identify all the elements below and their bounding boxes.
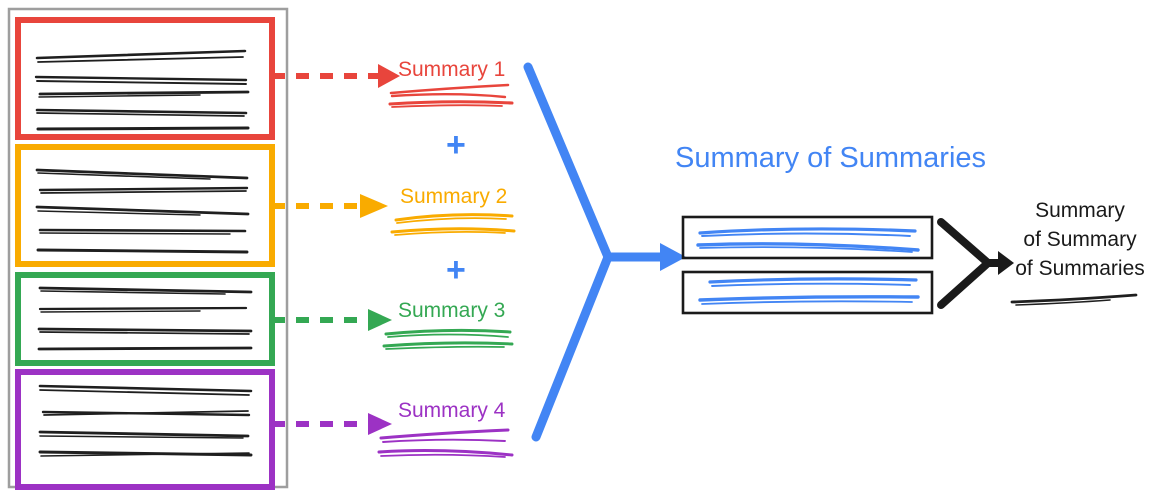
dashed-arrow-1 bbox=[272, 64, 400, 88]
chunk-2-box[interactable] bbox=[15, 144, 275, 267]
dashed-arrow-4 bbox=[272, 413, 392, 435]
plus-sign-1: + bbox=[446, 126, 466, 164]
sos-box-2[interactable] bbox=[681, 270, 934, 315]
summary-2-label: Summary 2 bbox=[400, 185, 508, 208]
chunk-2-text-lines bbox=[35, 168, 250, 254]
summary-4-label: Summary 4 bbox=[398, 399, 506, 422]
chunk-3-text-lines bbox=[37, 286, 253, 351]
chunk-2-group[interactable] bbox=[15, 144, 275, 267]
sos-box-2-squiggle bbox=[698, 277, 920, 305]
summary-1-squiggle bbox=[388, 83, 514, 108]
chunk-4-box[interactable] bbox=[15, 369, 275, 490]
chunk-4-text-lines bbox=[38, 384, 253, 457]
sos-box-1[interactable] bbox=[681, 215, 934, 260]
blue-merge-arrow bbox=[523, 62, 686, 442]
summary-3-label: Summary 3 bbox=[398, 299, 506, 322]
summary-2-squiggle bbox=[390, 213, 516, 236]
dashed-arrow-2 bbox=[272, 194, 388, 218]
summary-4-squiggle bbox=[377, 428, 514, 458]
sos-box-2-group[interactable] bbox=[681, 270, 934, 315]
chunk-3-group[interactable] bbox=[15, 272, 275, 366]
final-output-squiggle bbox=[1010, 293, 1138, 306]
final-output-line-2: of Summary bbox=[1023, 228, 1137, 251]
summary-of-summaries-title: Summary of Summaries bbox=[675, 142, 987, 174]
final-output-line-3: of Summaries bbox=[1015, 257, 1145, 280]
summary-3-squiggle bbox=[382, 328, 514, 350]
chunk-1-text-lines bbox=[34, 49, 250, 131]
sos-box-1-group[interactable] bbox=[681, 215, 934, 260]
final-output-title: Summary of Summary of Summaries bbox=[990, 196, 1170, 283]
final-output-line-1: Summary bbox=[1035, 199, 1125, 222]
sos-box-1-squiggle bbox=[696, 227, 920, 253]
dashed-arrow-3 bbox=[272, 309, 392, 331]
black-merge-arrow bbox=[937, 218, 1014, 309]
plus-sign-2: + bbox=[446, 251, 466, 289]
summary-1-label: Summary 1 bbox=[398, 58, 506, 81]
chunk-4-group[interactable] bbox=[15, 369, 275, 490]
chunk-1-group[interactable] bbox=[15, 17, 275, 140]
